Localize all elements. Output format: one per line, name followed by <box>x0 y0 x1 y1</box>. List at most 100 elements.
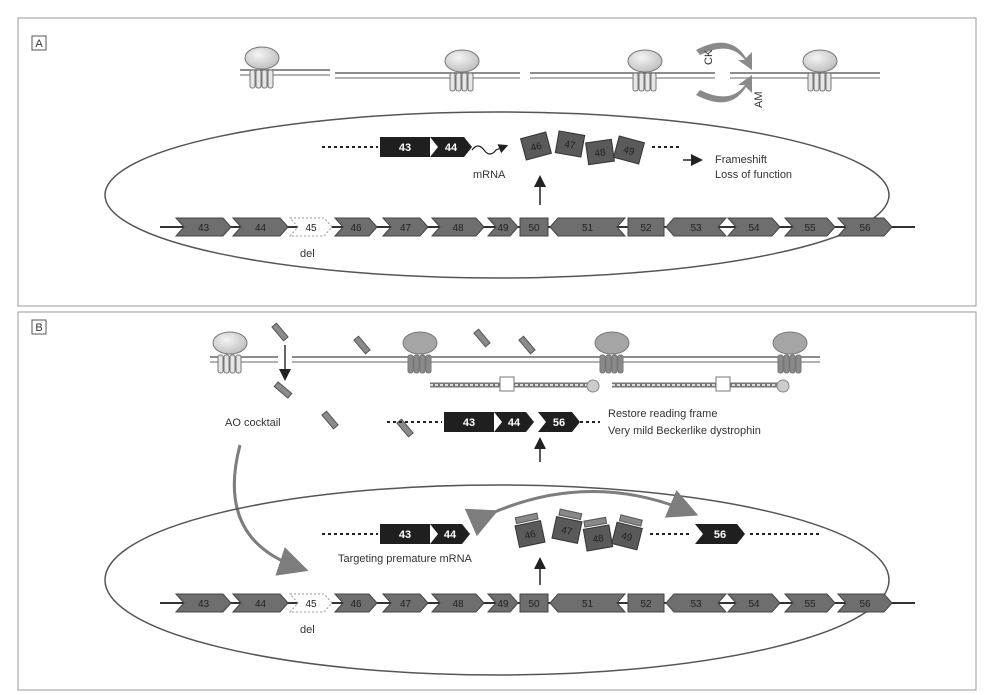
exon-label: 43 <box>198 223 210 234</box>
tumbling-exon-48: 48 <box>585 138 615 166</box>
panel-b-del-label: del <box>300 624 315 636</box>
antisense-oligo-icon <box>321 410 339 430</box>
panel-b-letter-box: B <box>31 319 47 335</box>
exon-label: 53 <box>690 599 702 610</box>
exon-label: 52 <box>640 223 652 234</box>
panel-b-ao-delivery-arrow <box>232 444 309 576</box>
ribosome-icon <box>402 331 438 374</box>
ribosome-icon <box>212 331 248 374</box>
ribosome-icon <box>444 49 480 92</box>
antisense-oligo-icon <box>473 328 491 348</box>
ribosome-icon <box>627 49 663 92</box>
exon-56: 56 <box>836 217 893 237</box>
exon-55: 55 <box>783 593 836 613</box>
exon-label: 55 <box>804 599 816 610</box>
panel-a-stop-text: CK <box>703 49 715 65</box>
panel-b-outcome-1: Restore reading frame <box>608 408 717 420</box>
panel-a-letter: A <box>35 38 43 50</box>
exon-label: 47 <box>400 223 412 234</box>
exon-label: 44 <box>255 599 267 610</box>
panel-a-outcome-2: Loss of function <box>715 169 792 181</box>
panel-b-frame <box>17 311 977 691</box>
exon-label: 43 <box>399 529 411 541</box>
mrna-exon-44: 44 <box>430 524 470 544</box>
exon-label: 56 <box>553 417 565 429</box>
tumbling-exon-46: 46 <box>519 131 553 161</box>
panel-b-letter: B <box>35 322 42 334</box>
panel-a-translation-strand <box>240 69 880 79</box>
antisense-oligo-icon <box>353 335 371 355</box>
exon-46: 46 <box>333 593 378 613</box>
exon-50: 50 <box>519 593 549 613</box>
exon-label: 44 <box>255 223 267 234</box>
dystrophin-protein-chain <box>430 376 600 393</box>
exon-54: 54 <box>726 217 781 237</box>
mrna-exon-44: 44 <box>430 137 472 157</box>
exon-44: 44 <box>231 593 289 613</box>
panel-b-exon-56-premrna: 56 <box>695 524 745 544</box>
exon-label: 44 <box>508 417 521 429</box>
panel-a-nucleus <box>104 111 890 279</box>
exon-53: 53 <box>665 217 728 237</box>
exon-label: 54 <box>748 599 760 610</box>
exon-45: 45 <box>288 593 333 613</box>
dystrophin-protein-chain <box>612 376 790 393</box>
exon-label: 48 <box>452 223 464 234</box>
panel-a-frame <box>17 17 977 307</box>
panel-a-mrna: 43 44 <box>380 137 472 157</box>
exon-label: 56 <box>859 223 871 234</box>
mrna-exon-43: 43 <box>380 524 430 544</box>
tumbling-exon-48: 48 <box>582 516 614 552</box>
ribosome-icon <box>594 331 630 374</box>
panel-b-splice-arc <box>464 490 699 537</box>
exon-label: 49 <box>497 223 509 234</box>
exon-label: 49 <box>497 599 509 610</box>
tumbling-exon-46: 46 <box>514 512 546 549</box>
panel-a-decay-arrows: CK AM <box>696 42 765 109</box>
exon-49: 49 <box>486 217 519 237</box>
exon-43: 43 <box>174 593 232 613</box>
exon-label: 55 <box>804 223 816 234</box>
exon-53: 53 <box>665 593 728 613</box>
exon-label: 51 <box>582 599 594 610</box>
exon-label: 46 <box>524 529 538 542</box>
exon-43: 43 <box>174 217 232 237</box>
exon-48: 48 <box>430 217 485 237</box>
panel-b-outcome-2: Very mild Beckerlike dystrophin <box>608 425 761 437</box>
exon-label: 43 <box>198 599 210 610</box>
exon-label: 50 <box>528 599 540 610</box>
exon-label: 48 <box>594 147 607 160</box>
panel-b-restored-mrna: 43 44 56 <box>444 412 580 432</box>
exon-49: 49 <box>486 593 519 613</box>
exon-label: 46 <box>350 599 362 610</box>
panel-a-stop-text2: AM <box>753 92 765 109</box>
exon-label: 51 <box>582 223 594 234</box>
exon-label: 45 <box>305 223 317 234</box>
antisense-oligo-icon <box>518 335 536 355</box>
exon-52: 52 <box>627 593 665 613</box>
exon-51: 51 <box>549 217 627 237</box>
exon-48: 48 <box>430 593 485 613</box>
exon-56: 56 <box>836 593 893 613</box>
panel-b-ribosomes <box>212 331 808 374</box>
exon-label: 44 <box>444 529 457 541</box>
mrna-exon-56: 56 <box>538 412 580 432</box>
exon-label: 46 <box>350 223 362 234</box>
exon-label: 52 <box>640 599 652 610</box>
exon-51: 51 <box>549 593 627 613</box>
panel-b-translation-strand <box>210 345 820 381</box>
panel-a-ribosomes <box>244 46 838 92</box>
exon-label: 43 <box>399 142 411 154</box>
exon-label: 47 <box>560 525 574 538</box>
tumbling-exon-47: 47 <box>554 130 586 158</box>
ribosome-icon <box>772 331 808 374</box>
panel-b-antisense-oligos <box>271 322 536 438</box>
exon-47: 47 <box>381 217 429 237</box>
panel-b-target-label: Targeting premature mRNA <box>338 553 473 565</box>
mrna-exon-43: 43 <box>444 412 494 432</box>
mrna-exon-43: 43 <box>380 137 430 157</box>
mrna-exon-56: 56 <box>695 524 745 544</box>
